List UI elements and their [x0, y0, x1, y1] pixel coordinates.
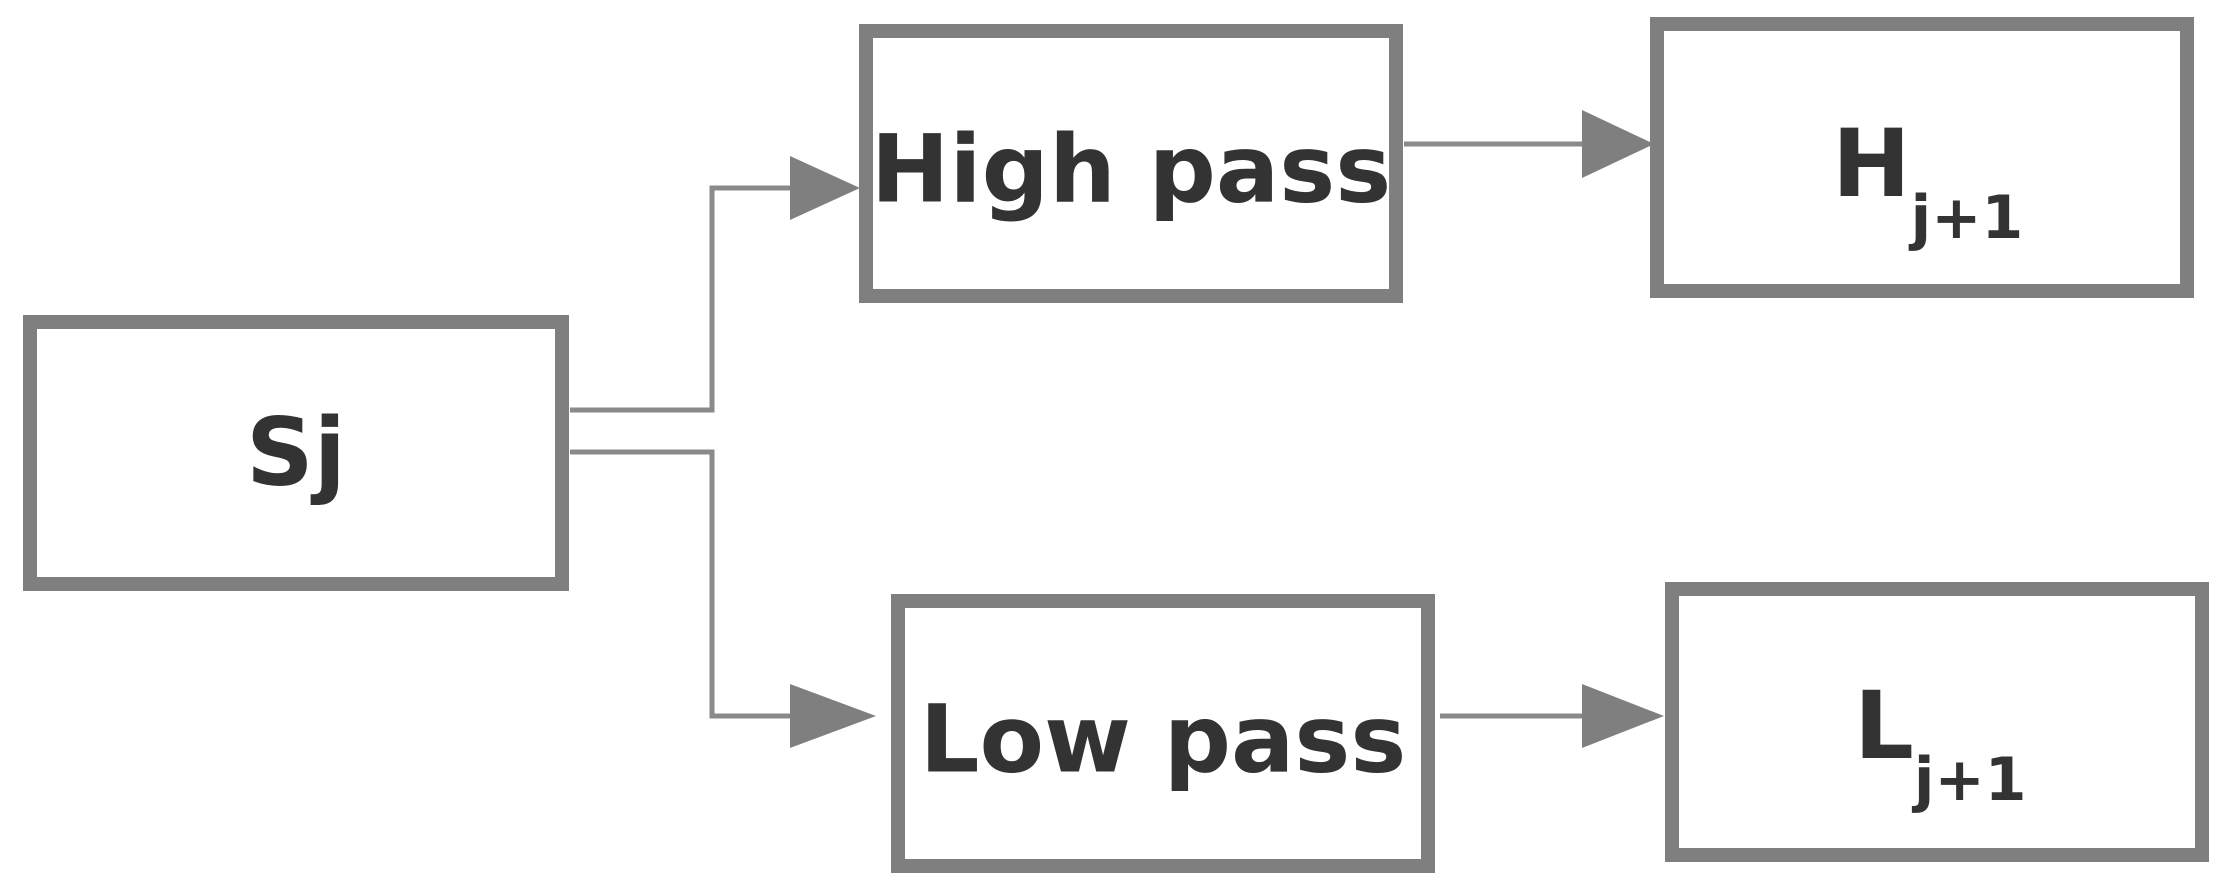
- low-output-label: Lj+1: [1854, 672, 2027, 815]
- high-pass-label: High pass: [871, 116, 1391, 225]
- high-output-base: H: [1832, 110, 1911, 219]
- high-output-subscript: j+1: [1909, 183, 2024, 253]
- connector-input-to-low-pass: [570, 449, 790, 719]
- input-node: Sj: [23, 315, 569, 591]
- low-pass-node: Low pass: [891, 594, 1435, 873]
- low-pass-box: [891, 594, 1435, 873]
- low-pass-label: Low pass: [920, 686, 1407, 795]
- connector-input-to-high-pass: [570, 185, 790, 413]
- high-output-box: [1650, 17, 2194, 298]
- arrowhead-low-pass: [790, 684, 876, 748]
- input-box: [23, 315, 569, 591]
- low-output-node: Lj+1: [1665, 582, 2209, 862]
- low-output-box: [1665, 582, 2209, 862]
- high-pass-box: [859, 24, 1403, 303]
- connectors: [570, 110, 1664, 748]
- low-output-subscript: j+1: [1912, 745, 2027, 815]
- input-label: Sj: [246, 399, 346, 508]
- high-pass-node: High pass: [859, 24, 1403, 303]
- high-output-label: Hj+1: [1832, 110, 2023, 253]
- high-output-node: Hj+1: [1650, 17, 2194, 298]
- arrowhead-low-output: [1582, 684, 1664, 748]
- low-output-base: L: [1854, 672, 1914, 781]
- arrowhead-high-output: [1582, 110, 1654, 178]
- arrowhead-high-pass: [790, 156, 860, 220]
